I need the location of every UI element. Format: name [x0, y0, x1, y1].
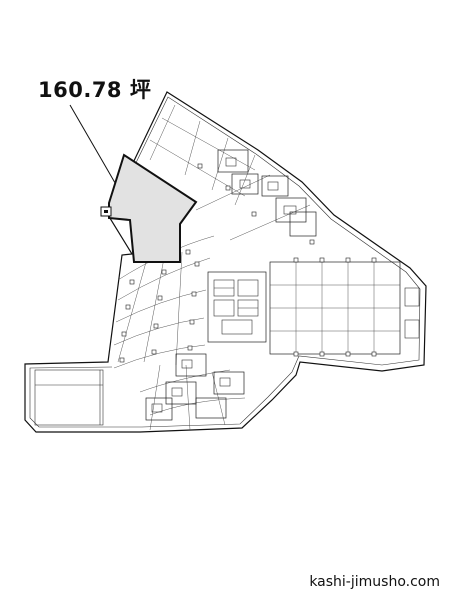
building-outline	[24, 91, 427, 433]
area-label: 160.78 坪	[38, 78, 152, 102]
highlighted-unit	[108, 153, 198, 263]
leader-line	[69, 104, 119, 189]
site-credit: kashi-jimusho.com	[309, 574, 440, 590]
